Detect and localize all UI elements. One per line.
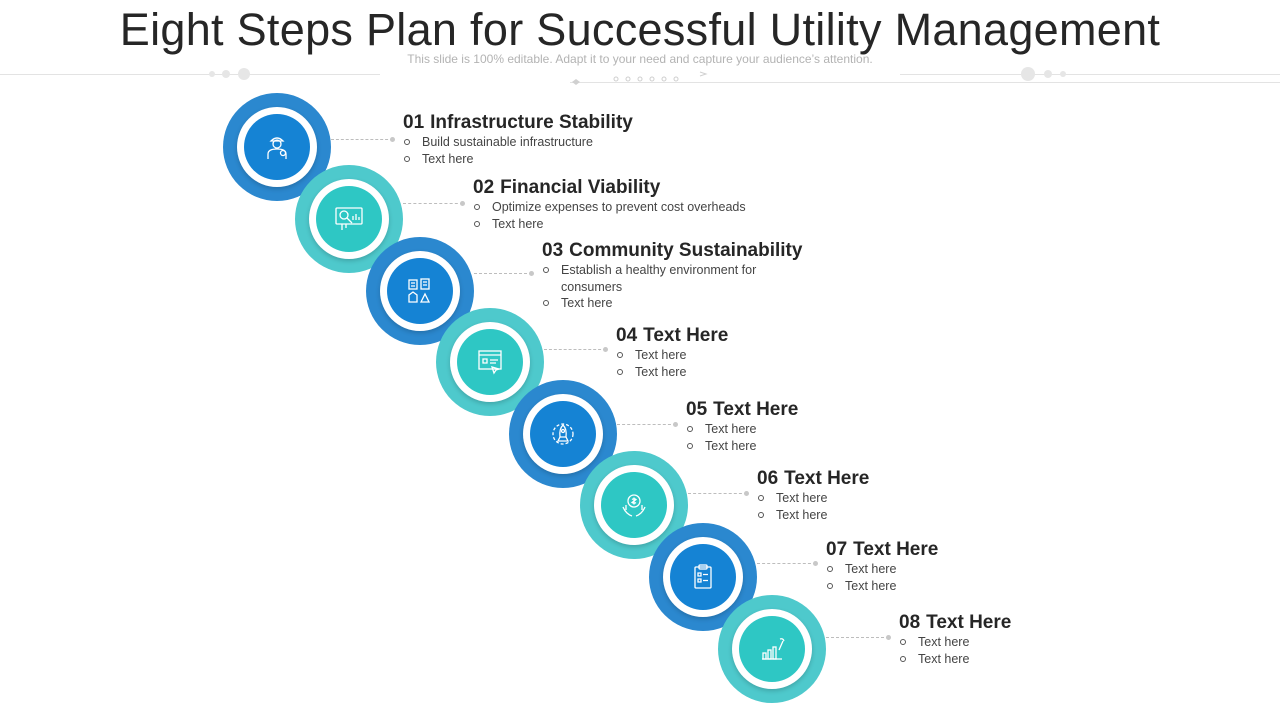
step-2-connector xyxy=(403,201,465,206)
step-8-bullets: Text here Text here xyxy=(899,634,1199,667)
bullet-item: Text here xyxy=(403,151,823,168)
header-divider-left xyxy=(0,74,380,75)
step-2-bullets: Optimize expenses to prevent cost overhe… xyxy=(473,199,893,232)
step-6-connector xyxy=(688,491,749,496)
bullet-item: Text here xyxy=(826,561,1246,578)
step-7-connector xyxy=(757,561,818,566)
step-5-connector xyxy=(617,422,678,427)
step-4-connector xyxy=(544,347,608,352)
bullet-item: Text here xyxy=(757,507,1177,524)
step-8-circle xyxy=(718,595,826,703)
bullet-item: Text here xyxy=(616,347,1036,364)
engineer-icon xyxy=(244,114,310,180)
clipboard-checklist-icon xyxy=(670,544,736,610)
bullet-item: Text here xyxy=(899,634,1199,651)
bullet-item: Text here xyxy=(686,421,1106,438)
bullet-item: Establish a healthy environment for cons… xyxy=(542,262,792,295)
header-decoration xyxy=(209,67,1066,85)
bullet-item: Text here xyxy=(899,651,1199,668)
bullet-item: Text here xyxy=(473,216,893,233)
step-6-bullets: Text here Text here xyxy=(757,490,1177,523)
step-4-circle xyxy=(436,308,544,416)
money-hands-icon xyxy=(601,472,667,538)
step-3-bullets: Establish a healthy environment for cons… xyxy=(542,262,792,312)
rocket-gear-icon xyxy=(530,401,596,467)
financial-analysis-icon xyxy=(316,186,382,252)
bullet-item: Text here xyxy=(757,490,1177,507)
step-1-bullets: Build sustainable infrastructure Text he… xyxy=(403,134,823,167)
page-title: Eight Steps Plan for Successful Utility … xyxy=(119,4,1161,55)
checklist-board-icon xyxy=(457,329,523,395)
step-4-bullets: Text here Text here xyxy=(616,347,1036,380)
step-7-bullets: Text here Text here xyxy=(826,561,1246,594)
bullet-item: Text here xyxy=(542,295,792,312)
step-1-connector xyxy=(331,137,395,142)
bullet-item: Text here xyxy=(616,364,1036,381)
step-8-connector xyxy=(826,635,891,640)
bullet-item: Text here xyxy=(686,438,1106,455)
bullet-item: Text here xyxy=(826,578,1246,595)
community-buildings-icon xyxy=(387,258,453,324)
header-divider-bottom xyxy=(570,82,1280,83)
step-3-connector xyxy=(474,271,534,276)
step-5-bullets: Text here Text here xyxy=(686,421,1106,454)
bullet-item: Build sustainable infrastructure xyxy=(403,134,823,151)
step-2-circle xyxy=(295,165,403,273)
growth-chart-wrench-icon xyxy=(739,616,805,682)
bullet-item: Optimize expenses to prevent cost overhe… xyxy=(473,199,893,216)
header-divider-right xyxy=(900,74,1280,75)
step-3-circle xyxy=(366,237,474,345)
page-subtitle: This slide is 100% editable. Adapt it to… xyxy=(407,52,873,66)
